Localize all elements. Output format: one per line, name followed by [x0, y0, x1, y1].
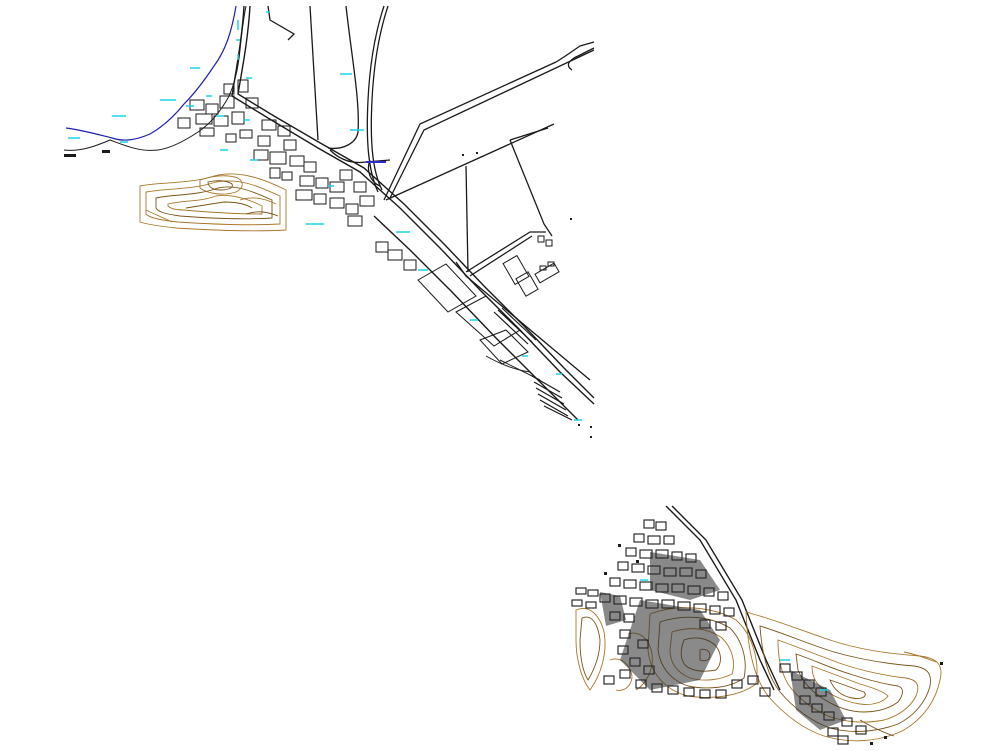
south-point-markers	[604, 544, 943, 745]
north-region	[63, 5, 595, 438]
north-urban-blocks	[177, 79, 417, 271]
south-dense-fill	[600, 552, 846, 730]
north-hill-contours	[139, 173, 287, 232]
airfield-buildings	[502, 235, 560, 297]
point-markers	[64, 150, 592, 438]
coastline	[65, 5, 237, 141]
south-labels	[640, 579, 828, 691]
highway	[231, 5, 595, 421]
south-contours-east	[745, 611, 942, 742]
airfield-roads	[267, 5, 595, 381]
south-highway	[665, 505, 781, 691]
railway-lines	[493, 307, 573, 421]
map-labels	[68, 11, 582, 421]
port-terminal	[417, 263, 541, 381]
south-region	[571, 505, 943, 745]
shoreline	[63, 5, 247, 151]
